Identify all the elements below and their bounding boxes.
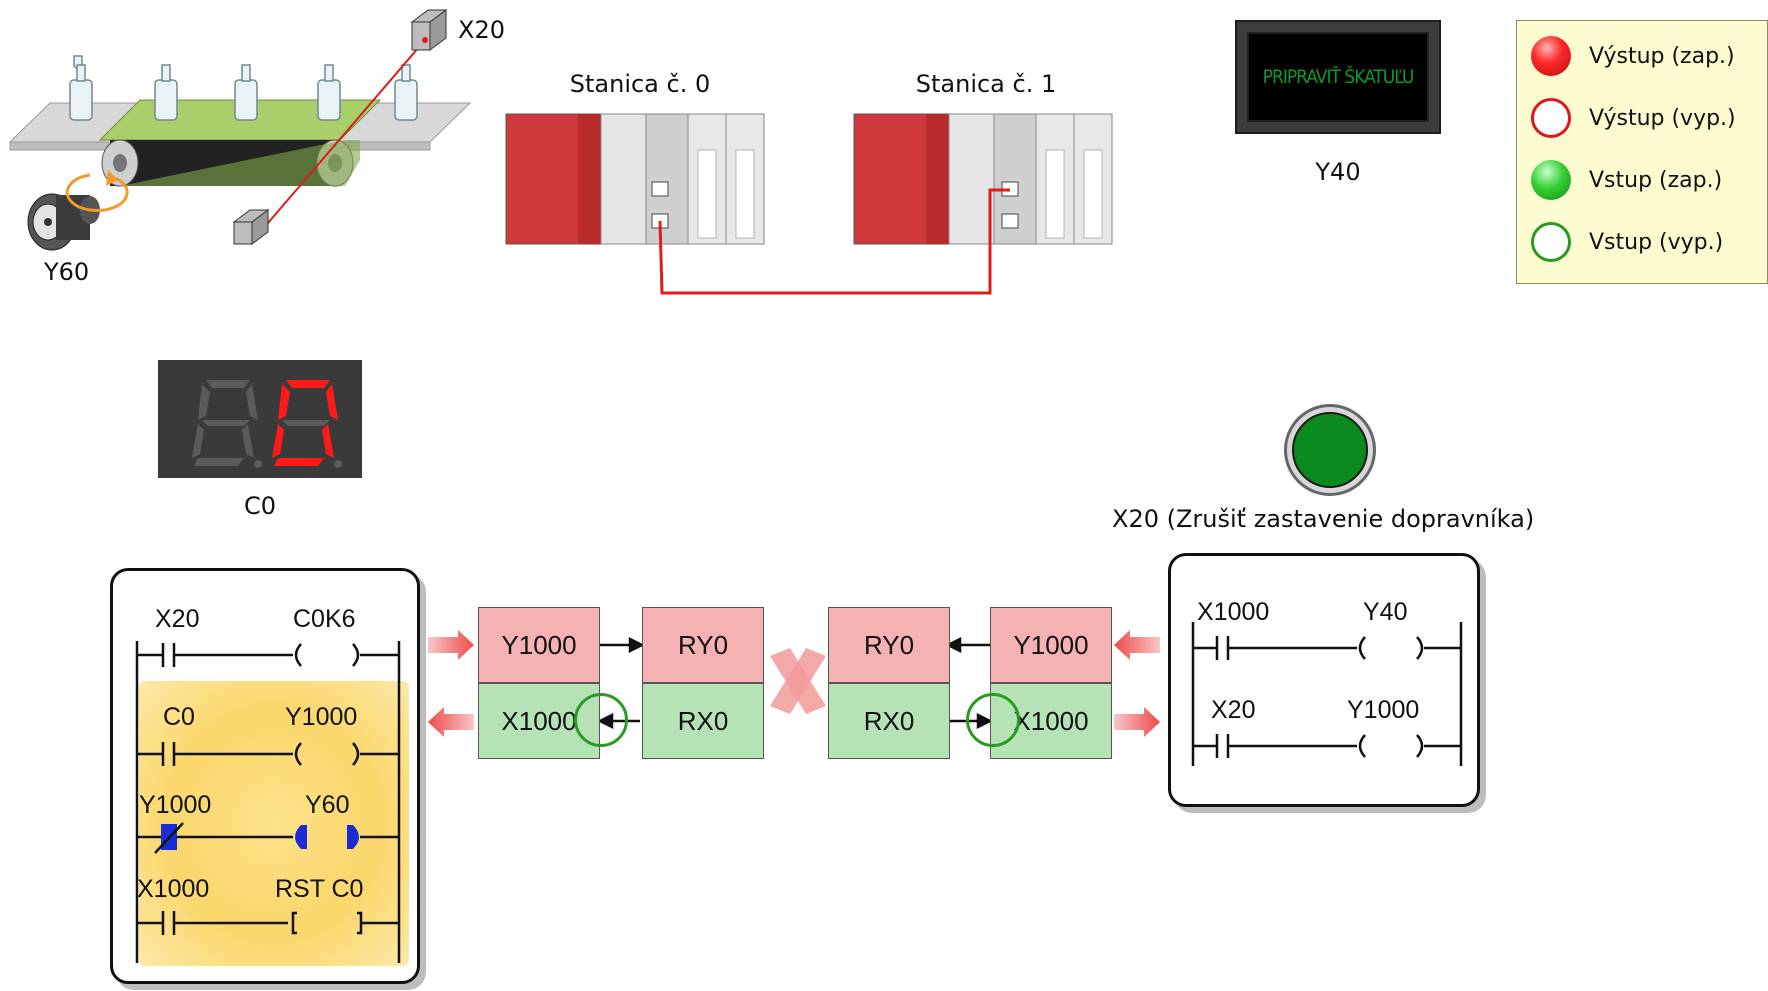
station-0-ry0-cell: RY0 — [642, 607, 764, 683]
rung-4-coil: RST C0 — [275, 875, 364, 903]
red-lamp-on-icon — [1531, 36, 1571, 76]
active-rungs-highlight — [139, 681, 409, 966]
hmi-message: PRIPRAVIŤ ŠKATUĽU — [1262, 66, 1415, 88]
plc-station-1 — [853, 113, 1113, 245]
legend-item-input-off: Vstup (vyp.) — [1531, 217, 1723, 267]
rung-1-contact: X20 — [155, 605, 200, 633]
legend-item-input-on: Vstup (zap.) — [1531, 155, 1722, 205]
network-cable — [658, 188, 1010, 295]
legend-item-output-off: Výstup (vyp.) — [1531, 93, 1736, 143]
conveyor-illustration — [8, 9, 472, 251]
rung-1-contact: X1000 — [1197, 598, 1270, 626]
red-lamp-off-icon — [1531, 98, 1571, 138]
legend-item-output-on: Výstup (zap.) — [1531, 31, 1735, 81]
rung-4-contact: X1000 — [137, 875, 210, 903]
rung-2-coil: Y1000 — [1347, 696, 1420, 724]
station-0-label: Stanica č. 0 — [569, 70, 711, 98]
hmi-screen: PRIPRAVIŤ ŠKATUĽU — [1247, 32, 1429, 122]
input-off-indicator — [966, 693, 1020, 747]
seven-segment-digit-left — [192, 380, 262, 468]
sensor-label: X20 — [458, 16, 505, 44]
counter-label: C0 — [243, 492, 277, 520]
seven-segment-digit-right — [272, 380, 342, 468]
hmi-panel: PRIPRAVIŤ ŠKATUĽU — [1235, 20, 1441, 134]
y60-coil-active — [295, 825, 359, 849]
station-1-label: Stanica č. 1 — [915, 70, 1057, 98]
motor-label: Y60 — [44, 258, 90, 286]
pushbutton-cap — [1292, 412, 1368, 488]
plc-stations — [505, 113, 1113, 295]
station-1-ry0-cell: RY0 — [828, 607, 950, 683]
ladder-program-station-1: X1000 Y40 X20 Y1000 — [1168, 553, 1480, 807]
rung-2-coil: Y1000 — [285, 703, 358, 731]
green-lamp-on-icon — [1531, 160, 1571, 200]
rung-3-coil: Y60 — [305, 791, 350, 819]
plc-station-0 — [505, 113, 765, 245]
green-lamp-off-icon — [1531, 222, 1571, 262]
ladder-program-station-0: X20 C0K6 C0 Y1000 Y1000 Y60 X1000 RST C0 — [110, 568, 420, 984]
station-1-y1000-cell: Y1000 — [990, 607, 1112, 683]
ladder-left-diagram — [135, 641, 401, 963]
station-0-y1000-cell: Y1000 — [478, 607, 600, 683]
rung-3-contact: Y1000 — [139, 791, 212, 819]
legend: Výstup (zap.) Výstup (vyp.) Vstup (zap.)… — [1516, 20, 1768, 284]
rung-2-contact: C0 — [163, 703, 195, 731]
pushbutton-label: X20 (Zrušiť zastavenie dopravníka) — [1112, 505, 1535, 533]
y1000-nc-contact-active — [154, 822, 184, 854]
rung-2-contact: X20 — [1211, 696, 1256, 724]
rung-1-coil: C0K6 — [293, 605, 356, 633]
input-off-indicator — [574, 693, 628, 747]
pushbutton-x20[interactable] — [1284, 404, 1376, 496]
counter-display — [158, 360, 362, 478]
ladder-right-diagram — [1191, 622, 1463, 766]
station-0-rx0-cell: RX0 — [642, 683, 764, 759]
station-1-rx0-cell: RX0 — [828, 683, 950, 759]
rung-1-coil: Y40 — [1363, 598, 1408, 626]
hmi-label: Y40 — [1315, 158, 1361, 186]
